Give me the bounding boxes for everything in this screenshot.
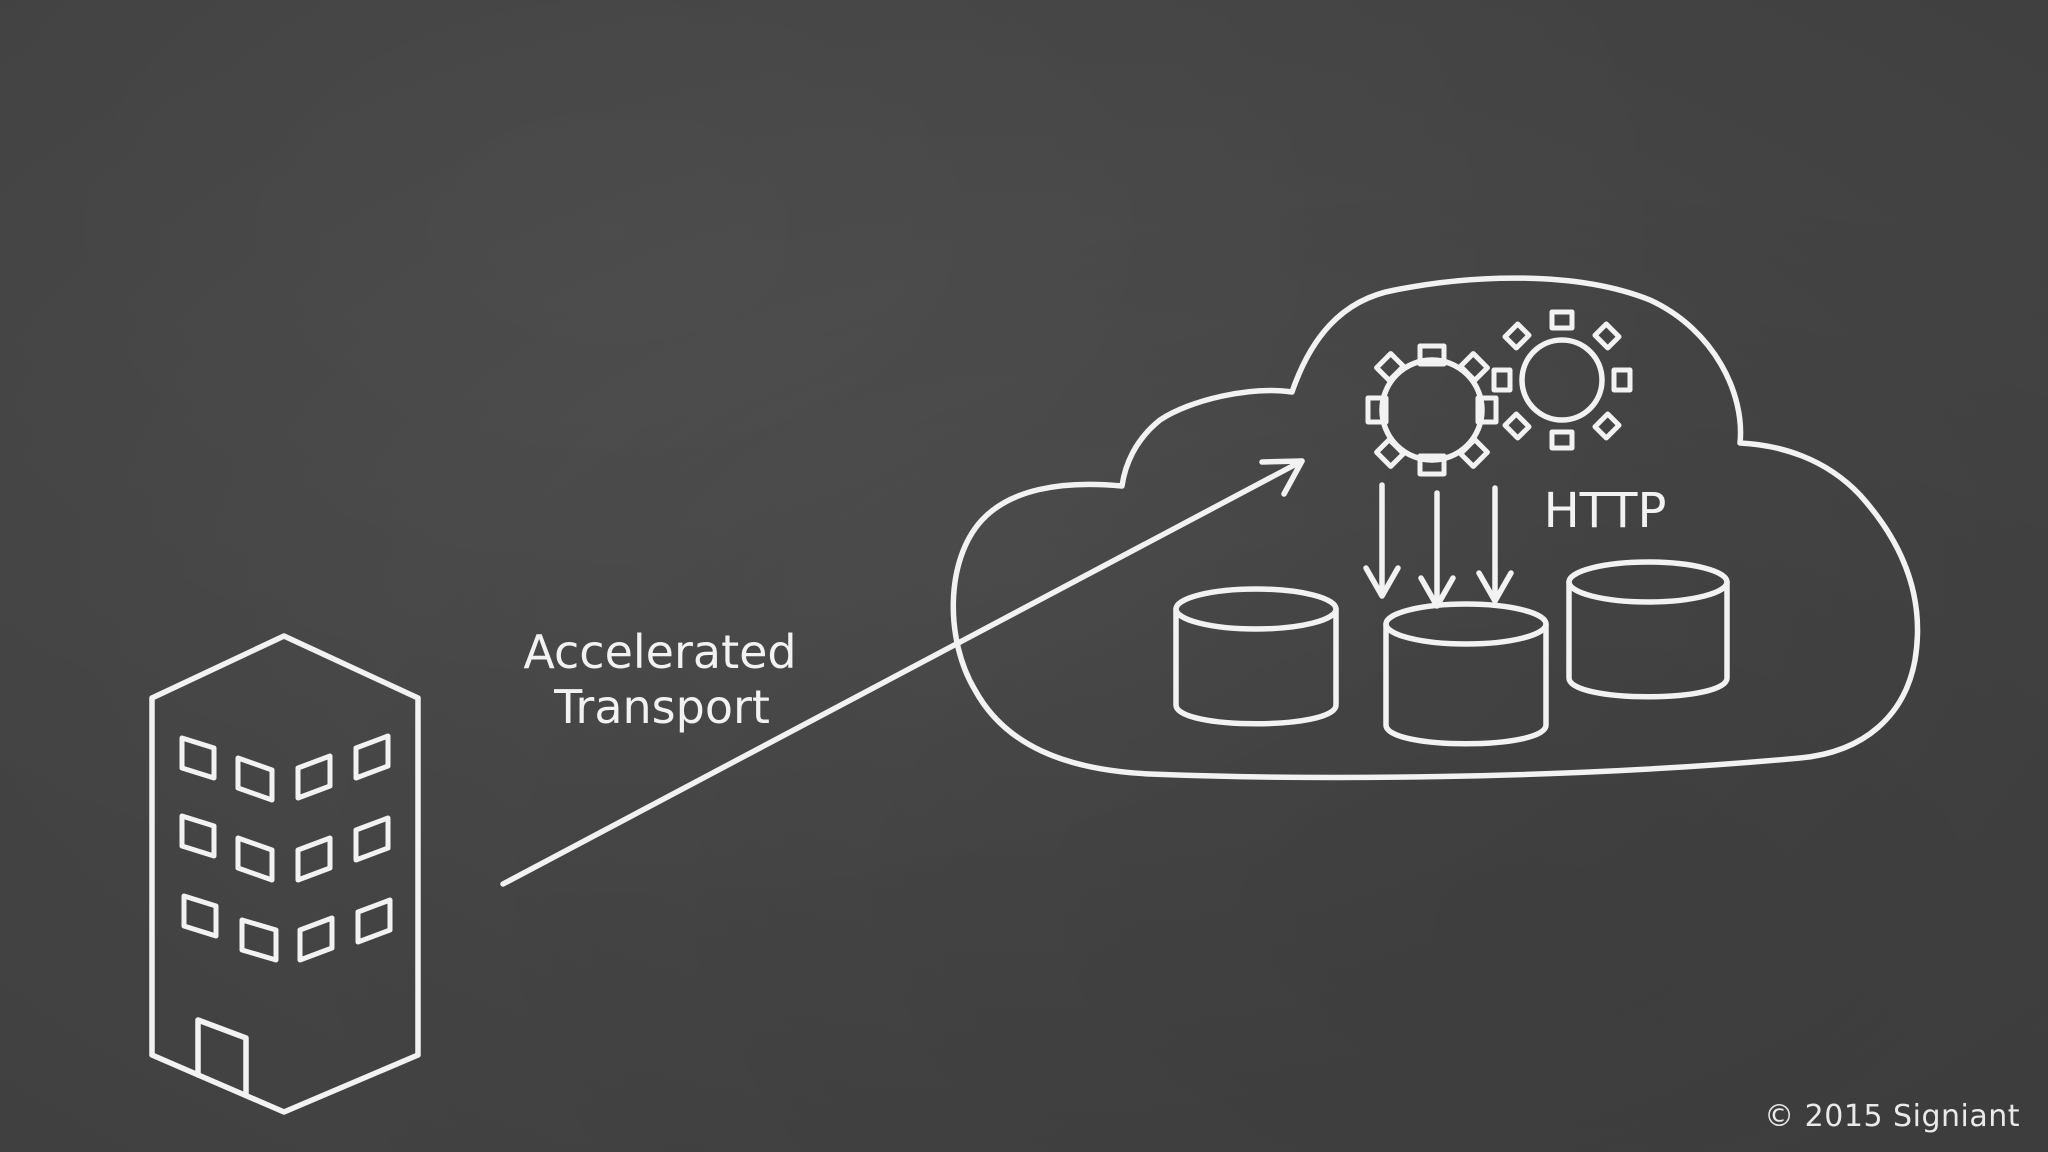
building-windows: [179, 733, 393, 963]
storage-cylinder-middle: [1383, 601, 1549, 747]
database-cylinder-icon: [1173, 559, 1730, 747]
transport-label-line1: Accelerated: [523, 625, 796, 679]
cloud-icon: [950, 275, 1921, 781]
copyright-notice: © 2015 Signiant: [1764, 1099, 2020, 1134]
transport-label: Accelerated Transport: [523, 625, 796, 734]
storage-cylinder-left: [1173, 586, 1339, 727]
http-arrows: [1363, 482, 1514, 609]
office-building-icon: [149, 633, 421, 1115]
transport-label-line2: Transport: [553, 680, 770, 734]
storage-cylinder-right: [1566, 559, 1730, 700]
transport-arrow: [500, 458, 1305, 887]
gear-icon: [1365, 309, 1633, 477]
http-label: HTTP: [1544, 483, 1667, 539]
